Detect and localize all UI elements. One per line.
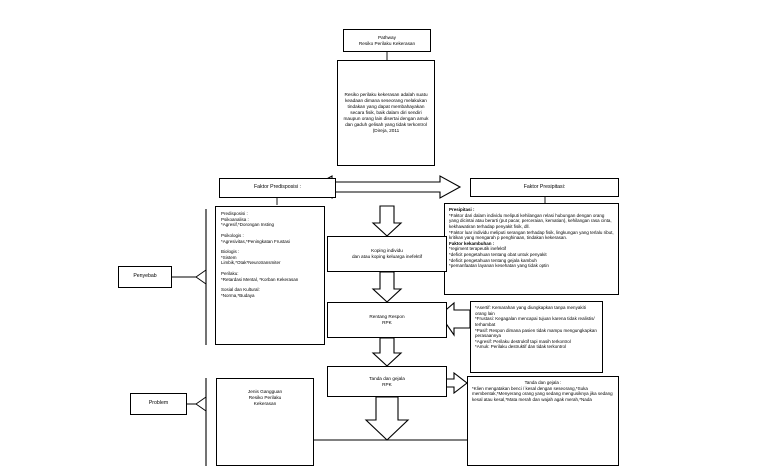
- predisposisi-group-0-heading: Predisposisi :: [221, 211, 248, 216]
- connector-problem-brace-lower: [195, 403, 207, 412]
- jenis-gangguan-box: Jenis Gangguan Resiko Perilaku Kekerasan: [216, 378, 314, 466]
- presipitasi-subbody: *regiment terapeutik inefektif *deficit …: [449, 246, 549, 269]
- tanda-detail-title: Tanda dan gejala :: [524, 380, 562, 385]
- title-line-1: Pathway: [378, 34, 396, 40]
- penyebab-label: Penyebab: [133, 273, 157, 280]
- jenis-gangguan-line-3: Kekerasan: [253, 400, 277, 406]
- tanda-line-2: RPK: [382, 381, 392, 387]
- arrow-rentang-to-tanda: [371, 337, 403, 367]
- jenis-gangguan-line-1: Jenis Gangguan: [247, 389, 283, 394]
- rentang-respon-detail-box: *Asertif: Kemarahan yang diungkapkan tan…: [470, 301, 603, 373]
- connector-problem-brace-upper: [195, 396, 207, 405]
- rentang-detail-body: *Asertif: Kemarahan yang diungkapkan tan…: [475, 305, 597, 350]
- presipitasi-title: Presipitasi :: [449, 207, 475, 212]
- faktor-presipitasi-header-box: Faktor Presipitasi:: [470, 178, 619, 197]
- presipitasi-detail-box: Presipitasi : *Faktor dari dalam individ…: [444, 203, 619, 295]
- predisposisi-group-2-items: Limbik,*Otak*Neurotransmiter: [221, 260, 281, 266]
- title-box: Pathway Resiko Perilaku Kekerasan: [343, 29, 431, 52]
- predisposisi-group-4-items: *Norma,*Budaya: [221, 292, 255, 298]
- tanda-gejala-box: Tanda dan gejala RPK: [327, 366, 447, 397]
- problem-label-box: Problem: [130, 393, 187, 415]
- koping-box: Koping individu dan atau koping keluarga…: [327, 236, 447, 272]
- predisposisi-group-3-heading: Perilaku:: [221, 271, 239, 276]
- tanda-line-1: Tanda dan gejala: [369, 375, 405, 381]
- title-line-2: Resiko Perilaku Kekerasan: [358, 40, 416, 46]
- predisposisi-group-2-sub: *Sistem: [221, 254, 237, 260]
- problem-label: Problem: [148, 400, 169, 407]
- definition-box: Resiko perilaku kekerasan adalah suatu k…: [337, 60, 435, 166]
- arrow-koping-to-rentang: [371, 271, 403, 303]
- rentang-line-1: Rentang Respon: [369, 314, 405, 320]
- predisposisi-group-1-items: *Agresivitas,*Peningkatan Frustasi: [221, 238, 291, 244]
- koping-line-2: dan atau koping keluarga inefektif: [351, 254, 423, 259]
- connector-penyebab-brace-lower: [195, 276, 207, 285]
- predisposisi-group-4-heading: Sosial dan Kultural:: [221, 287, 260, 293]
- predisposisi-group-3-items: *Retardasi Mental, *Korban Kekerasan: [221, 276, 299, 282]
- connector-penyebab-brace-upper: [195, 269, 207, 278]
- presipitasi-subtitle: Faktor kekambuhan :: [449, 240, 495, 246]
- tanda-detail-body: *Klien mengatakan benci / kesal dengan s…: [472, 385, 613, 402]
- predisposisi-group-0-items: *Agresif,*Dorongan Insting: [221, 222, 275, 228]
- jenis-gangguan-line-2: Resiko Perilaku: [248, 394, 282, 400]
- faktor-predisposisi-header-label: Faktor Predisposisi :: [254, 184, 301, 191]
- rentang-line-2: RPK: [382, 320, 392, 325]
- presipitasi-body: *Faktor dari dalam individu meliputi keh…: [449, 212, 614, 241]
- penyebab-label-box: Penyebab: [118, 266, 172, 288]
- predisposisi-group-2-heading: Biologis :: [221, 249, 240, 255]
- faktor-predisposisi-header-box: Faktor Predisposisi :: [219, 178, 336, 198]
- predisposisi-group-0-sub: Psikoanalisa :: [221, 216, 249, 222]
- arrow-tanda-to-jenis: [364, 396, 410, 441]
- rentang-respon-box: Rentang Respon RPK: [327, 302, 447, 338]
- koping-line-1: Koping individu: [371, 248, 403, 254]
- tanda-gejala-detail-box: Tanda dan gejala : *Klien mengatakan ben…: [467, 376, 619, 466]
- predisposisi-group-1-heading: Psikologis :: [221, 232, 244, 238]
- arrow-definition-to-koping: [371, 205, 403, 237]
- predisposisi-detail-box: Predisposisi : Psikoanalisa : *Agresif,*…: [215, 206, 325, 345]
- faktor-presipitasi-header-label: Faktor Presipitasi:: [523, 183, 566, 190]
- definition-text: Resiko perilaku kekerasan adalah suatu k…: [343, 92, 429, 133]
